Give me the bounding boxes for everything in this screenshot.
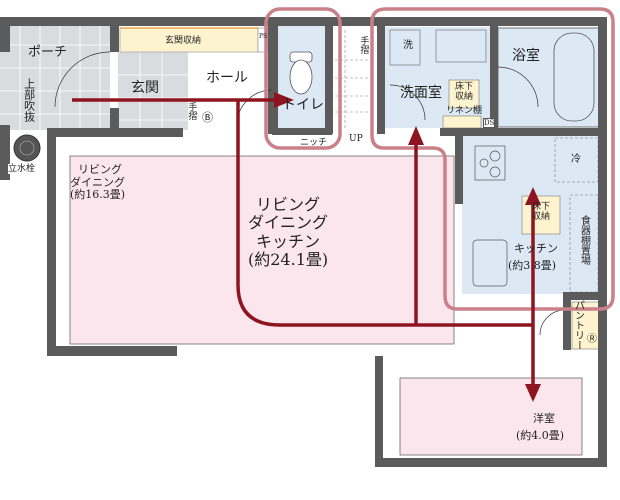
hall-handrail-label: 手摺: [186, 102, 197, 120]
walls: [0, 17, 607, 467]
kitchen-size-label: (約3.8畳): [508, 259, 557, 272]
ld-label: リビング ダイニング (約16.3畳): [70, 163, 126, 202]
stove: [474, 145, 506, 181]
western-room-size-label: (約4.0畳): [516, 429, 565, 442]
western-room-floor: [399, 377, 583, 456]
toilet-highlight: [264, 7, 342, 150]
marker-b: Ⓑ: [202, 111, 213, 124]
ps-label: PS: [259, 33, 268, 40]
washroom-label: 洗面室: [400, 85, 442, 101]
ldk-label-size: (約24.1畳): [248, 250, 329, 270]
arrowhead-western: [525, 384, 541, 402]
ldk-label: リビング ダイニング キッチン (約24.1畳): [248, 195, 329, 270]
entrance-storage-label: 玄関収納: [165, 36, 202, 46]
ldk-label-living: リビング: [256, 195, 321, 214]
underfloor-storage-wash-label: 床下収納: [454, 82, 473, 103]
standpipe-label: 立水栓: [8, 164, 36, 175]
porch-floor: [0, 22, 188, 130]
ld-label-living: リビング: [78, 163, 122, 176]
linen-shelf-label: リネン棚: [446, 106, 483, 116]
washing-machine: [389, 29, 421, 66]
ldk-floor: [69, 155, 455, 345]
fridge-label: 冷: [571, 154, 581, 165]
hall-label: ホール: [206, 70, 248, 86]
underfloor-storage-kitchen-label: 床下収納: [531, 202, 550, 223]
underfloor-storage-wash: [448, 79, 480, 109]
vanity: [435, 29, 487, 63]
ld-label-size: (約16.3畳): [70, 188, 126, 202]
entrance-storage: [119, 27, 259, 53]
void-above-label: 上部吹抜: [22, 78, 36, 122]
ldk-label-dining: ダイニング: [248, 213, 329, 233]
bathtub: [553, 32, 595, 122]
stair-handrail-label: 手摺: [358, 36, 369, 54]
arrowhead-kitchen: [525, 187, 541, 205]
toilet-label: トイレ: [282, 97, 324, 113]
toilet-seat: [289, 59, 313, 95]
western-room-label: 洋室: [533, 412, 555, 425]
arrowhead-washroom: [408, 126, 424, 145]
porch-label: ポーチ: [28, 45, 68, 60]
ldk-label-kitchen: キッチン: [256, 231, 321, 251]
water-area-highlight: [370, 7, 615, 311]
arrowhead-toilet: [274, 92, 294, 108]
arrowheads: [274, 92, 541, 402]
niche-label: ニッチ: [300, 138, 328, 148]
circulation-arrows: [72, 98, 535, 390]
bathroom-label: 浴室: [512, 48, 540, 64]
entrance-label: 玄関: [131, 80, 159, 96]
marker-r: Ⓡ: [587, 334, 597, 345]
ds-label: DS: [483, 118, 496, 129]
sink: [472, 239, 508, 287]
highlight-outlines: [264, 7, 615, 311]
cupboard-space-label: 食器棚置場: [578, 215, 590, 265]
washing-machine-label: 洗: [403, 40, 413, 51]
kitchen-label: キッチン: [514, 242, 558, 255]
pantry-label: パントリー: [572, 300, 584, 350]
standpipe-icon: [13, 134, 41, 162]
linen-shelf: [442, 115, 482, 129]
ld-label-dining: ダイニング: [70, 175, 125, 189]
up-label: UP: [349, 134, 363, 144]
